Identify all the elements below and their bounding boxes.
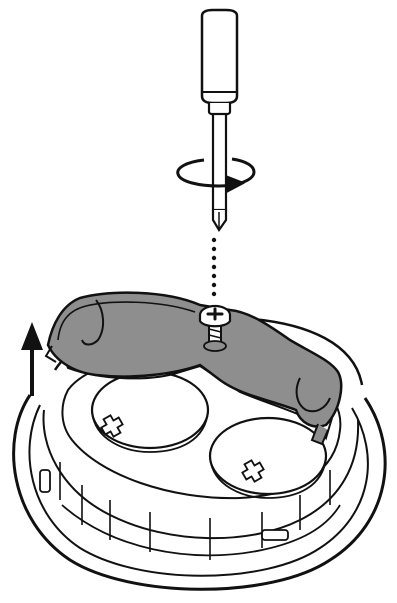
lift-arrow-icon xyxy=(21,322,43,396)
battery-right xyxy=(210,418,326,498)
base-clip-left xyxy=(40,470,50,492)
alignment-dots xyxy=(212,238,216,296)
base-clip-right xyxy=(262,530,288,540)
screwdriver-icon xyxy=(202,10,237,230)
